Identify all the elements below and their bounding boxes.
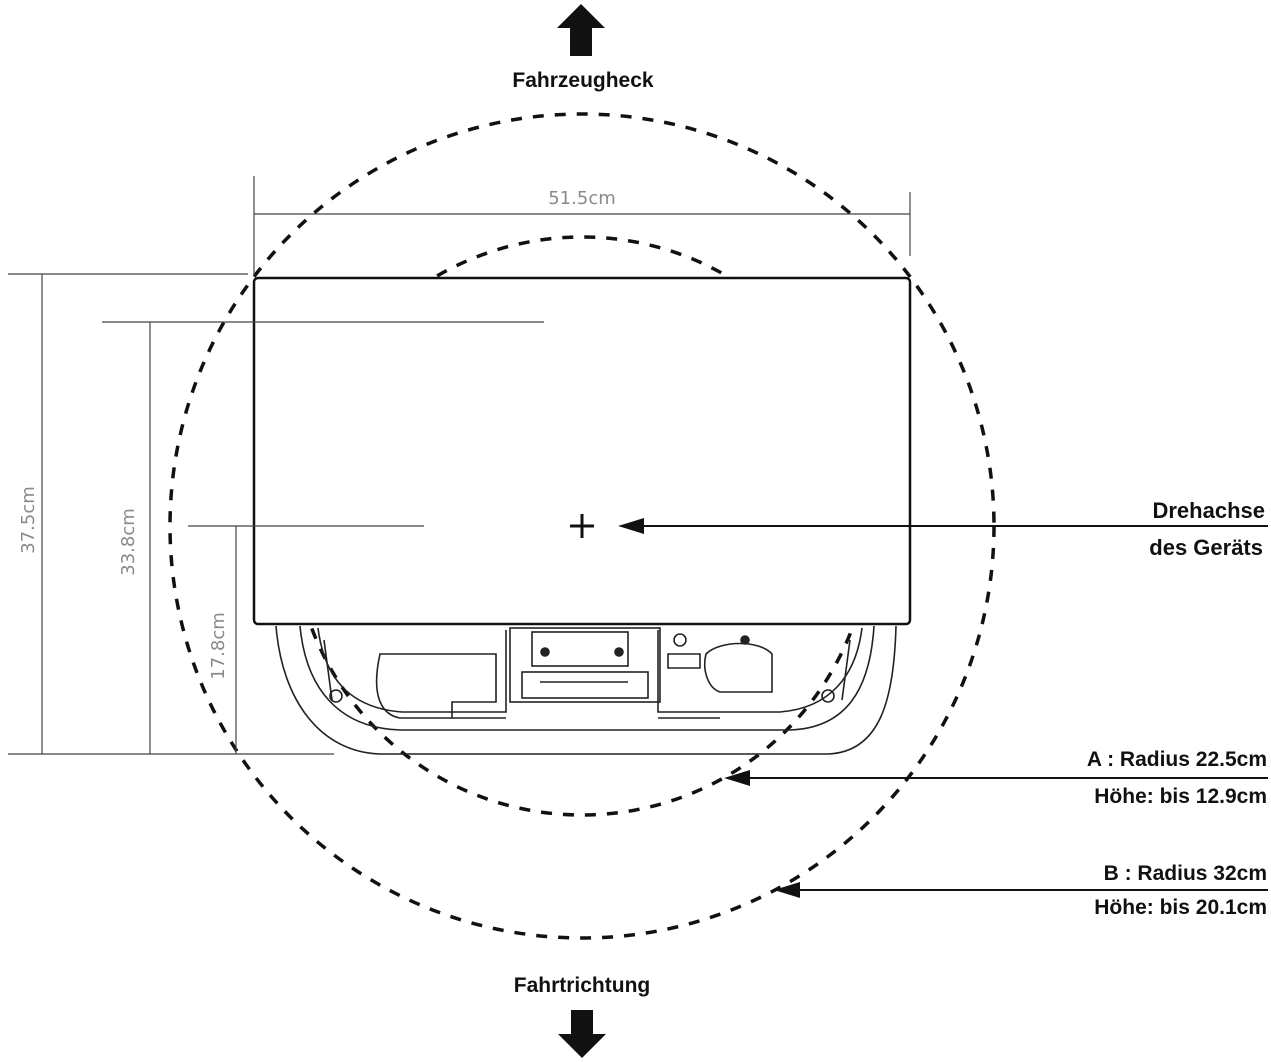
bottom-label: Fahrtrichtung [514, 974, 651, 997]
arrow-up-icon [557, 4, 605, 56]
device-body [252, 276, 912, 626]
zone-a-callout: A : Radius 22.5cm Höhe: bis 12.9cm [724, 748, 1268, 808]
pivot-label-line1: Drehachse [1152, 498, 1265, 523]
pivot-label-line2: des Geräts [1149, 535, 1263, 560]
depth-step-dimension: 33.8cm [118, 322, 151, 754]
depth-pivot-label: 17.8cm [208, 612, 229, 680]
zone-b-callout: B : Radius 32cm Höhe: bis 20.1cm [774, 862, 1268, 919]
top-label: Fahrzeugheck [512, 69, 654, 92]
width-dimension: 51.5cm [253, 176, 911, 276]
zone-b-label-line1: B : Radius 32cm [1104, 862, 1267, 885]
plus-icon [570, 514, 594, 538]
depth-step-label: 33.8cm [118, 508, 139, 576]
width-label: 51.5cm [548, 188, 616, 209]
depth-total-dimension: 37.5cm [18, 274, 43, 754]
depth-pivot-dimension: 17.8cm [208, 526, 237, 754]
depth-total-label: 37.5cm [18, 486, 39, 554]
zone-a-label-line2: Höhe: bis 12.9cm [1094, 785, 1267, 808]
device-base [275, 625, 897, 755]
arrow-down-icon [558, 1010, 606, 1058]
pivot-callout: Drehachse des Geräts [618, 498, 1268, 560]
zone-a-label-line1: A : Radius 22.5cm [1087, 748, 1267, 771]
zone-b-label-line2: Höhe: bis 20.1cm [1094, 896, 1267, 919]
